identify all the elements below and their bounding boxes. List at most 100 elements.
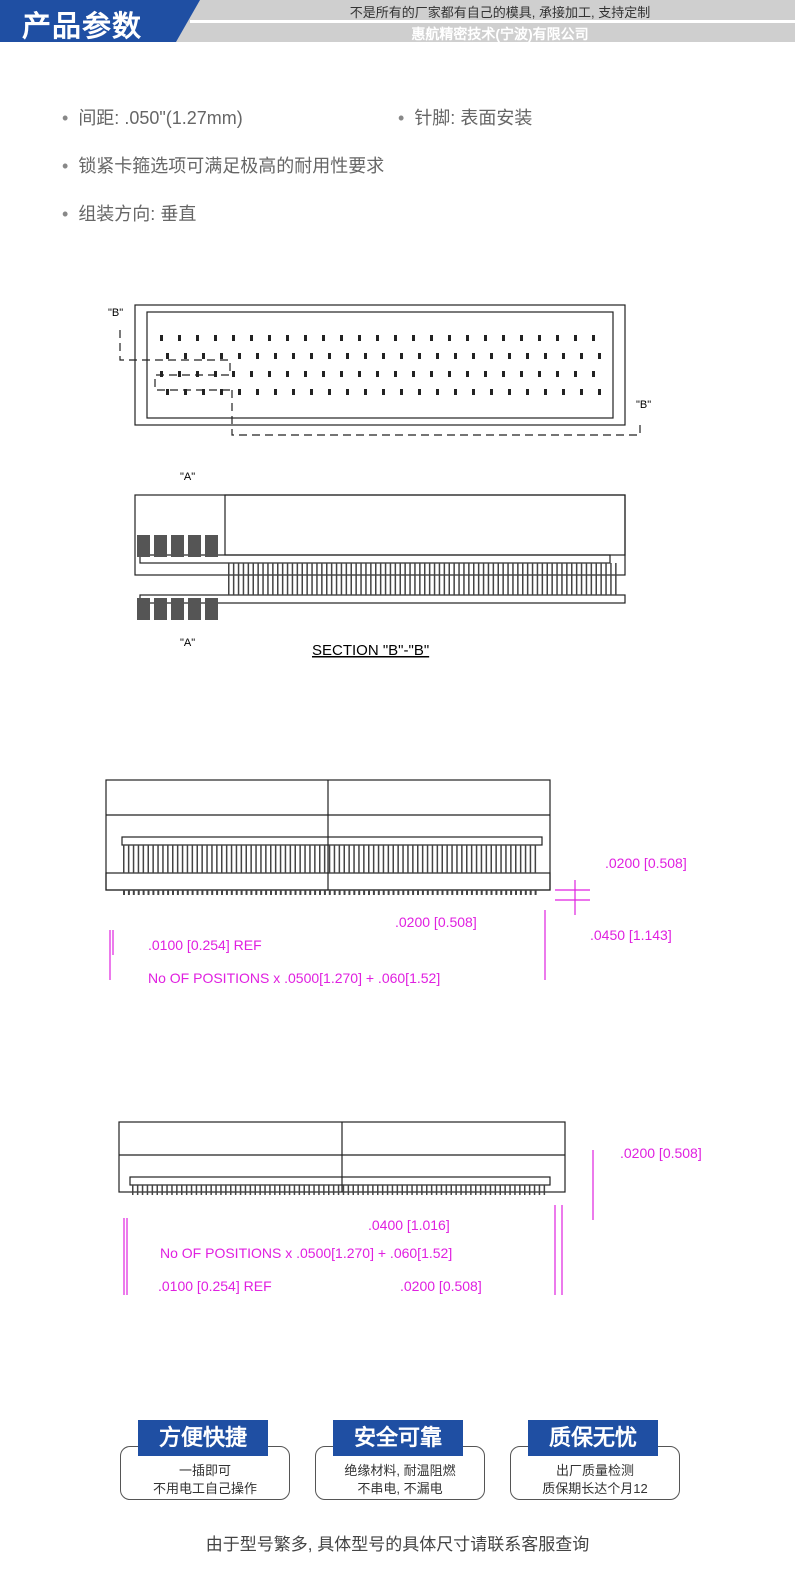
pin <box>360 563 362 595</box>
pin <box>256 353 259 359</box>
pin <box>250 890 253 895</box>
pin <box>401 1185 403 1195</box>
pin <box>160 371 163 377</box>
pin <box>368 890 370 895</box>
pin <box>461 890 464 895</box>
pin <box>250 845 252 873</box>
pin <box>181 845 184 873</box>
pin <box>279 845 282 873</box>
pin <box>333 890 336 895</box>
pin <box>392 890 395 895</box>
pin <box>556 335 559 341</box>
pin <box>247 563 250 595</box>
pin <box>551 563 553 595</box>
pin <box>391 1185 394 1195</box>
pin <box>322 371 325 377</box>
pin <box>225 845 228 873</box>
pin <box>249 1185 252 1195</box>
dim-0200-top: .0200 [0.508] <box>605 855 687 871</box>
pin <box>270 845 272 873</box>
footer-note: 由于型号繁多, 具体型号的具体尺寸请联系客服查询 <box>205 1535 590 1554</box>
pin <box>376 371 379 377</box>
pin <box>367 1185 369 1195</box>
pin <box>211 845 213 873</box>
pin <box>245 890 248 895</box>
pin <box>340 563 343 595</box>
pin <box>574 371 577 377</box>
pin <box>480 890 483 895</box>
pin <box>543 1185 546 1195</box>
pin <box>508 389 511 395</box>
pin <box>472 353 475 359</box>
pin <box>304 845 306 873</box>
pin <box>505 845 507 873</box>
pin <box>259 1185 261 1195</box>
pin <box>394 371 397 377</box>
pin <box>157 845 159 873</box>
pin <box>580 563 583 595</box>
pin <box>292 353 295 359</box>
pin <box>357 1185 359 1195</box>
pin <box>446 845 448 873</box>
feature-line: 出厂质量检测 <box>555 1463 634 1478</box>
pin <box>260 890 263 895</box>
pin <box>244 1185 247 1195</box>
pin <box>524 890 527 895</box>
pin <box>509 1185 511 1195</box>
pin <box>353 845 355 873</box>
pin <box>411 1185 413 1195</box>
pin <box>279 890 282 895</box>
pin <box>255 890 258 895</box>
pin <box>399 563 401 595</box>
pin <box>228 563 230 595</box>
pin <box>406 1185 408 1195</box>
pin <box>298 1185 301 1195</box>
pin <box>322 335 325 341</box>
pin <box>504 1185 506 1195</box>
pin <box>412 890 415 895</box>
pin <box>538 1185 541 1195</box>
pin <box>522 563 524 595</box>
pin <box>484 335 487 341</box>
pin <box>250 335 253 341</box>
pin <box>196 371 199 377</box>
pin <box>167 890 170 895</box>
pin <box>238 389 241 395</box>
dim-positions: No OF POSITIONS x .0500[1.270] + .060[1.… <box>160 1245 452 1261</box>
pin <box>272 563 274 595</box>
pin <box>519 890 522 895</box>
pin <box>343 845 345 873</box>
pin <box>230 845 233 873</box>
pin <box>234 1185 237 1195</box>
pin <box>284 890 287 895</box>
pin <box>524 845 527 873</box>
pin <box>152 890 155 895</box>
pin <box>400 389 403 395</box>
pin <box>256 389 259 395</box>
pin <box>201 890 204 895</box>
pin <box>202 353 205 359</box>
pin <box>528 1185 531 1195</box>
pin <box>495 845 497 873</box>
pin <box>162 890 165 895</box>
pin <box>346 389 349 395</box>
pin <box>310 353 313 359</box>
pin <box>517 563 519 595</box>
pin <box>538 371 541 377</box>
spec-pitch: 间距: .050"(1.27mm) <box>62 104 242 130</box>
pin <box>166 389 169 395</box>
pin <box>296 563 299 595</box>
pin <box>330 563 333 595</box>
pin <box>436 890 439 895</box>
pin <box>328 1185 330 1195</box>
pin <box>510 890 513 895</box>
pin <box>472 389 475 395</box>
pin <box>421 890 424 895</box>
pin <box>392 845 394 873</box>
pin <box>430 335 433 341</box>
pin <box>154 535 167 557</box>
pin <box>419 563 421 595</box>
pin <box>363 845 365 873</box>
pin <box>456 890 459 895</box>
pin <box>515 845 517 873</box>
